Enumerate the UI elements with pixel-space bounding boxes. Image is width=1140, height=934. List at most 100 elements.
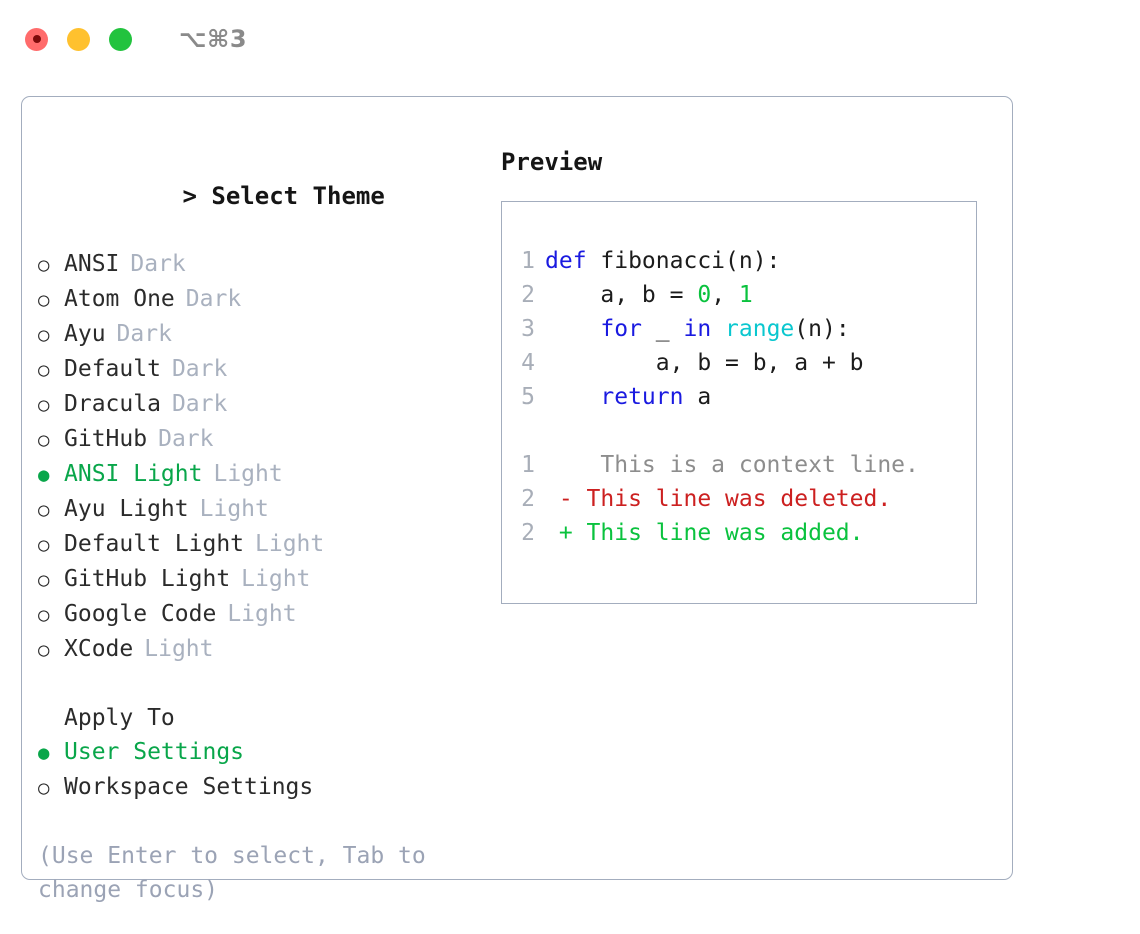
theme-option-label: Dracula (64, 391, 161, 417)
theme-option-label: ANSI (64, 251, 120, 277)
radio-unselected-icon: ○ (38, 254, 50, 276)
code-token-plain: a, b = b, a + b (545, 350, 864, 376)
radio-selected-icon: ● (38, 742, 50, 764)
theme-option-label: XCode (64, 636, 134, 662)
code-token-plain: fibonacci(n): (600, 248, 781, 274)
code-token-kw: for (600, 316, 642, 342)
code-token-kw: return (600, 384, 684, 410)
caret-icon: > (182, 182, 197, 210)
theme-option-mode: Dark (116, 321, 172, 347)
theme-option-ansi[interactable]: ○ ANSI Dark (38, 247, 498, 282)
code-line-content: a, b = 0, 1 (545, 278, 753, 312)
theme-option-dracula[interactable]: ○ Dracula Dark (38, 387, 498, 422)
apply-to-option-label: Workspace Settings (64, 774, 314, 800)
code-line-content: a, b = b, a + b (545, 346, 864, 380)
radio-unselected-icon: ○ (38, 289, 50, 311)
apply-to-header: Apply To (64, 705, 175, 731)
theme-option-mode: Light (255, 531, 325, 557)
theme-option-label: ANSI Light (64, 461, 203, 487)
radio-unselected-icon: ○ (38, 499, 50, 521)
theme-option-label: Default (64, 356, 161, 382)
theme-option-default-light[interactable]: ○ Default Light Light (38, 527, 498, 562)
diff-line: 2 + This line was added. (502, 516, 976, 550)
theme-option-ayu[interactable]: ○ Ayu Dark (38, 317, 498, 352)
radio-unselected-icon: ○ (38, 534, 50, 556)
theme-option-mode: Dark (171, 391, 228, 417)
diff-line-content-add: + This line was added. (545, 520, 864, 546)
code-diff-spacer (502, 414, 976, 448)
titlebar: ⌥⌘3 (0, 0, 1140, 78)
apply-to-option-user-settings[interactable]: ● User Settings (38, 735, 498, 770)
radio-unselected-icon: ○ (38, 777, 50, 799)
radio-unselected-icon: ○ (38, 569, 50, 591)
theme-option-mode: Light (227, 601, 297, 627)
theme-option-label: GitHub Light (64, 566, 231, 592)
code-line-content: return a (545, 380, 711, 414)
theme-option-label: Google Code (64, 601, 217, 627)
diff-sample-block: 1 This is a context line. 2 - This line w… (502, 448, 976, 550)
theme-option-label: Atom One (64, 286, 175, 312)
code-line-number: 4 (521, 350, 535, 376)
code-token-plain: (n): (794, 316, 850, 342)
radio-unselected-icon: ○ (38, 359, 50, 381)
theme-option-mode: Dark (130, 251, 186, 277)
apply-to-option-workspace-settings[interactable]: ○ Workspace Settings (38, 770, 498, 805)
theme-option-label: Ayu Light (64, 496, 189, 522)
apply-to-option-label: User Settings (64, 739, 245, 765)
code-token-plain: , (711, 282, 739, 308)
apply-to-option-list: ● User Settings ○ Workspace Settings (38, 735, 498, 805)
code-line-content: def fibonacci(n): (545, 244, 780, 278)
code-token-plain (711, 316, 725, 342)
code-line-number: 3 (521, 316, 535, 342)
code-token-num: 1 (738, 282, 753, 308)
diff-line-content-ctx: This is a context line. (545, 452, 919, 478)
code-line: 2 a, b = 0, 1 (502, 278, 976, 312)
preview-title: Preview (501, 148, 603, 176)
diff-line-number: 1 (521, 452, 535, 478)
select-theme-header: > Select Theme (38, 145, 498, 247)
theme-option-mode: Dark (158, 426, 214, 452)
select-theme-title: Select Theme (211, 182, 385, 210)
radio-unselected-icon: ○ (38, 429, 50, 451)
radio-unselected-icon: ○ (38, 639, 50, 661)
theme-option-github-light[interactable]: ○ GitHub Light Light (38, 562, 498, 597)
minimize-button[interactable] (67, 27, 90, 51)
code-token-plain (545, 316, 600, 342)
diff-line-content-del: - This line was deleted. (545, 486, 892, 512)
maximize-button[interactable] (109, 27, 132, 51)
code-token-num: 0 (697, 282, 712, 308)
theme-option-mode: Light (241, 566, 311, 592)
theme-option-default[interactable]: ○ Default Dark (38, 352, 498, 387)
theme-option-ayu-light[interactable]: ○ Ayu Light Light (38, 492, 498, 527)
code-token-kw: in (683, 316, 712, 342)
theme-option-label: Default Light (64, 531, 245, 557)
code-line-number: 5 (521, 384, 535, 410)
theme-option-label: Ayu (64, 321, 106, 347)
theme-option-mode: Light (199, 496, 269, 522)
radio-unselected-icon: ○ (38, 394, 50, 416)
close-button[interactable] (25, 27, 48, 51)
code-token-fn: range (725, 316, 795, 342)
theme-option-mode: Dark (171, 356, 228, 382)
code-line: 5 return a (502, 380, 976, 414)
code-line: 4 a, b = b, a + b (502, 346, 976, 380)
code-line: 3 for _ in range(n): (502, 312, 976, 346)
radio-unselected-icon: ○ (38, 324, 50, 346)
titlebar-shortcut-label: ⌥⌘3 (179, 25, 248, 53)
code-token-plain: a, b = (545, 282, 698, 308)
diff-line-number: 2 (521, 520, 535, 546)
radio-selected-icon: ● (38, 464, 50, 486)
diff-line: 1 This is a context line. (502, 448, 976, 482)
